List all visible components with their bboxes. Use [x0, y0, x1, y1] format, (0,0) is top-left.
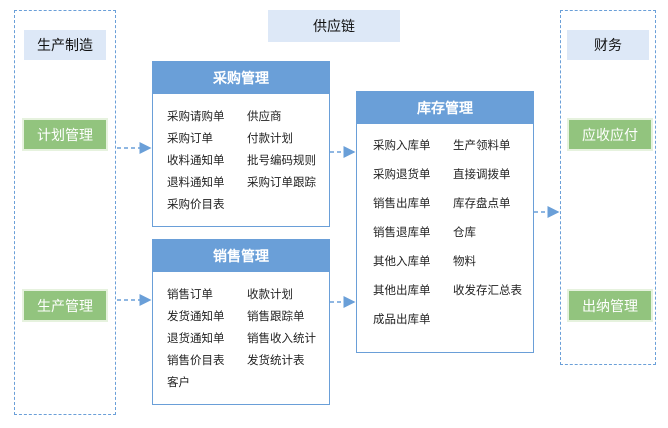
inventory-item: 库存盘点单	[453, 196, 511, 210]
purchase-item: 收料通知单	[167, 153, 225, 167]
inventory-item: 物料	[453, 254, 476, 268]
purchase-item: 采购请购单	[167, 109, 225, 123]
left-column-title: 生产制造	[24, 30, 106, 60]
inventory-item: 收发存汇总表	[453, 283, 522, 297]
purchase-item: 采购订单	[167, 131, 213, 145]
sales-item: 销售价目表	[167, 353, 225, 367]
inventory-item: 仓库	[453, 225, 476, 239]
right-column-frame	[560, 10, 656, 365]
purchase-item: 供应商	[247, 109, 282, 123]
purchase-panel: 采购管理 采购请购单 供应商 采购订单 付款计划 收料通知单 批号编码规则 退料…	[152, 61, 330, 227]
sales-panel: 销售管理 销售订单 收款计划 发货通知单 销售跟踪单 退货通知单 销售收入统计 …	[152, 239, 330, 405]
sales-item: 销售收入统计	[247, 331, 316, 345]
purchase-item: 批号编码规则	[247, 153, 316, 167]
purchase-panel-title: 采购管理	[153, 62, 329, 94]
plan-management-box: 计划管理	[22, 118, 108, 151]
purchase-item: 退料通知单	[167, 175, 225, 189]
supply-chain-title: 供应链	[268, 10, 400, 42]
sales-item: 销售跟踪单	[247, 309, 305, 323]
production-management-box: 生产管理	[22, 289, 108, 322]
inventory-item: 生产领料单	[453, 138, 511, 152]
inventory-item: 成品出库单	[373, 312, 431, 326]
inventory-item: 其他出库单	[373, 283, 431, 297]
sales-item: 发货通知单	[167, 309, 225, 323]
inventory-item: 销售退库单	[373, 225, 431, 239]
inventory-panel: 库存管理 采购入库单 生产领料单 采购退货单 直接调拨单 销售出库单 库存盘点单…	[356, 91, 534, 353]
inventory-item: 其他入库单	[373, 254, 431, 268]
cashier-management-box: 出纳管理	[567, 289, 653, 322]
inventory-item: 采购入库单	[373, 138, 431, 152]
receivable-payable-box: 应收应付	[567, 118, 653, 151]
purchase-item: 付款计划	[247, 131, 293, 145]
inventory-item: 采购退货单	[373, 167, 431, 181]
sales-item: 发货统计表	[247, 353, 305, 367]
inventory-item: 直接调拨单	[453, 167, 511, 181]
right-column-title: 财务	[567, 30, 649, 60]
purchase-item: 采购价目表	[167, 197, 225, 211]
inventory-panel-title: 库存管理	[357, 92, 533, 124]
sales-item: 退货通知单	[167, 331, 225, 345]
sales-item: 销售订单	[167, 287, 213, 301]
sales-panel-title: 销售管理	[153, 240, 329, 272]
sales-item: 收款计划	[247, 287, 293, 301]
purchase-item: 采购订单跟踪	[247, 175, 316, 189]
sales-item: 客户	[167, 375, 190, 389]
left-column-frame	[14, 10, 116, 415]
inventory-item: 销售出库单	[373, 196, 431, 210]
